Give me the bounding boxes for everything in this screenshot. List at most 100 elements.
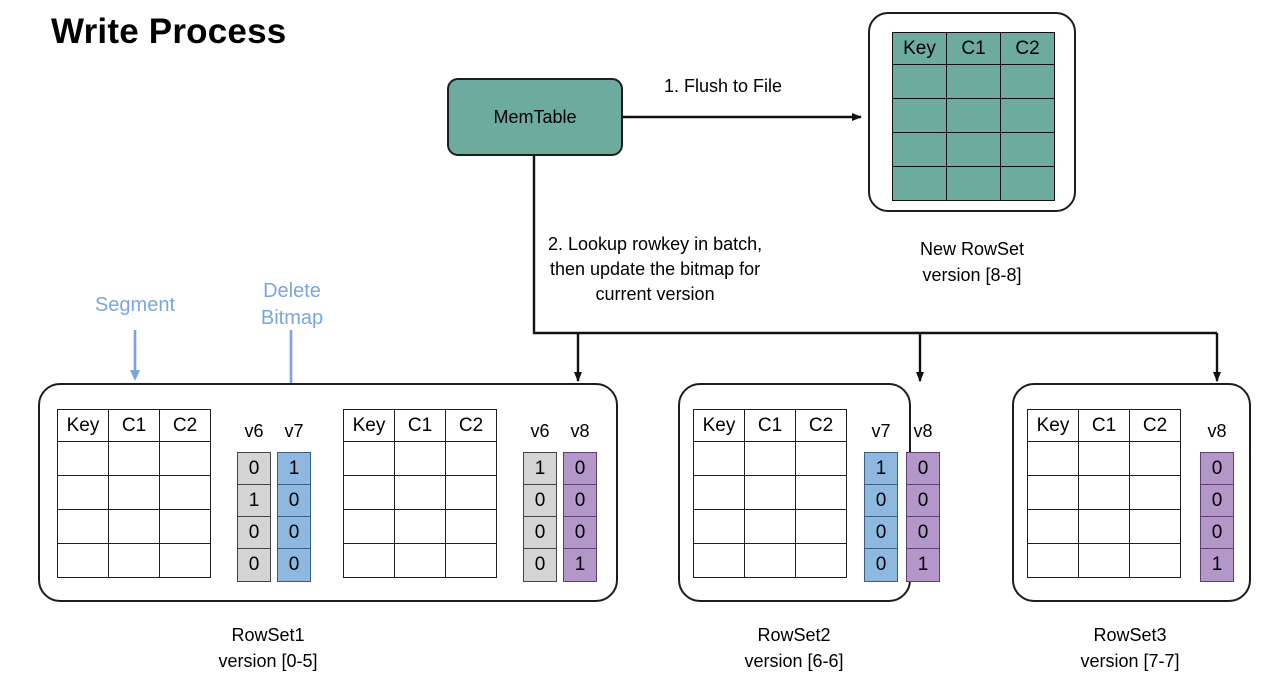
- callout-segment: Segment: [94, 294, 176, 316]
- column-header-c1: C1: [1078, 409, 1130, 442]
- bitmap-label-v7: v7: [871, 421, 891, 441]
- column-header-c1: C1: [394, 409, 446, 442]
- bitmap-cell: 0: [238, 517, 270, 549]
- bitmap-rowset3-v8[interactable]: v8 0 0 0 1: [1200, 421, 1234, 582]
- bitmap-rowset1-seg2-v6[interactable]: v6 1 0 0 0: [523, 421, 557, 582]
- bitmap-cells: 0 0 0 1: [906, 452, 940, 582]
- bitmap-cell: 0: [524, 517, 556, 549]
- memtable-node[interactable]: MemTable: [447, 78, 623, 156]
- bitmap-cell: 0: [1201, 517, 1233, 549]
- bitmap-cell: 0: [278, 485, 310, 517]
- segment-table-rowset1-seg1: Key C1 C2: [57, 409, 211, 578]
- bitmap-label-v8: v8: [570, 421, 590, 441]
- edge-label-flush-to-file: 1. Flush to File: [664, 76, 783, 96]
- table-row: [343, 441, 497, 476]
- bitmap-cell: 0: [564, 517, 596, 549]
- bitmap-cell: 0: [1201, 453, 1233, 485]
- bitmap-cells: 0 1 0 0: [237, 452, 271, 582]
- bitmap-rowset2-v8[interactable]: v8 0 0 0 1: [906, 421, 940, 582]
- table-row: [892, 98, 1055, 133]
- column-header-c2: C2: [795, 409, 847, 442]
- bitmap-cell: 1: [564, 549, 596, 581]
- bitmap-rowset2-v7[interactable]: v7 1 0 0 0: [864, 421, 898, 582]
- segment-table-new-rowset: Key C1 C2: [892, 32, 1055, 201]
- bitmap-label-v6: v6: [244, 421, 264, 441]
- bitmap-label-v7: v7: [284, 421, 304, 441]
- bitmap-cell: 1: [1201, 549, 1233, 581]
- bitmap-cell: 0: [278, 549, 310, 581]
- table-row: [343, 543, 497, 578]
- table-row: [1027, 441, 1181, 476]
- bitmap-cell: 0: [865, 517, 897, 549]
- table-row: [57, 509, 211, 544]
- bitmap-cell: 0: [238, 453, 270, 485]
- bitmap-cell: 1: [238, 485, 270, 517]
- table-header-row: Key C1 C2: [693, 409, 847, 442]
- segment-table-rowset3-seg1: Key C1 C2: [1027, 409, 1181, 578]
- table-row: [693, 475, 847, 510]
- table-header-row: Key C1 C2: [343, 409, 497, 442]
- table-header-row: Key C1 C2: [1027, 409, 1181, 442]
- bitmap-cells: 1 0 0 0: [864, 452, 898, 582]
- column-header-key: Key: [343, 409, 395, 442]
- bitmap-cells: 1 0 0 0: [277, 452, 311, 582]
- bitmap-label-v8: v8: [1207, 421, 1227, 441]
- column-header-c1: C1: [946, 32, 1001, 65]
- column-header-key: Key: [693, 409, 745, 442]
- bitmap-cell: 0: [907, 485, 939, 517]
- bitmap-cell: 0: [278, 517, 310, 549]
- bitmap-cell: 0: [865, 549, 897, 581]
- table-header-row: Key C1 C2: [57, 409, 211, 442]
- rowset-caption-new: New RowSet version [8-8]: [919, 239, 1025, 285]
- column-header-key: Key: [1027, 409, 1079, 442]
- table-row: [57, 475, 211, 510]
- column-header-c2: C2: [159, 409, 211, 442]
- column-header-c1: C1: [108, 409, 160, 442]
- bitmap-cell: 0: [865, 485, 897, 517]
- callout-delete-bitmap: Delete Bitmap: [260, 280, 324, 329]
- bitmap-rowset1-seg1-v7[interactable]: v7 1 0 0 0: [277, 421, 311, 582]
- bitmap-cell: 0: [564, 453, 596, 485]
- bitmap-cell: 0: [524, 485, 556, 517]
- bitmap-cell: 1: [865, 453, 897, 485]
- column-header-key: Key: [892, 32, 947, 65]
- rowset-caption-rowset3: RowSet3 version [7-7]: [1080, 625, 1180, 671]
- bitmap-cells: 0 0 0 1: [1200, 452, 1234, 582]
- bitmap-cells: 0 0 0 1: [563, 452, 597, 582]
- table-row: [892, 132, 1055, 167]
- bitmap-cell: 0: [524, 549, 556, 581]
- bitmap-label-v6: v6: [530, 421, 550, 441]
- memtable-label: MemTable: [493, 106, 577, 127]
- table-row: [343, 475, 497, 510]
- column-header-c2: C2: [1000, 32, 1055, 65]
- bitmap-cell: 1: [524, 453, 556, 485]
- bitmap-cell: 1: [907, 549, 939, 581]
- table-row: [693, 543, 847, 578]
- table-row: [693, 509, 847, 544]
- table-row: [1027, 509, 1181, 544]
- segment-table-rowset1-seg2: Key C1 C2: [343, 409, 497, 578]
- bitmap-cell: 0: [907, 453, 939, 485]
- table-header-row: Key C1 C2: [892, 32, 1055, 65]
- bitmap-cell: 0: [907, 517, 939, 549]
- table-row: [343, 509, 497, 544]
- column-header-c1: C1: [744, 409, 796, 442]
- column-header-c2: C2: [1129, 409, 1181, 442]
- table-row: [892, 64, 1055, 99]
- bitmap-label-v8: v8: [913, 421, 933, 441]
- page-title: Write Process: [51, 12, 287, 51]
- bitmap-cell: 0: [1201, 485, 1233, 517]
- segment-table-rowset2-seg1: Key C1 C2: [693, 409, 847, 578]
- rowset-caption-rowset1: RowSet1 version [0-5]: [218, 625, 318, 671]
- edge-label-lookup-update: 2. Lookup rowkey in batch, then update t…: [548, 234, 763, 304]
- bitmap-cells: 1 0 0 0: [523, 452, 557, 582]
- column-header-key: Key: [57, 409, 109, 442]
- bitmap-rowset1-seg2-v8[interactable]: v8 0 0 0 1: [563, 421, 597, 582]
- table-row: [57, 441, 211, 476]
- column-header-c2: C2: [445, 409, 497, 442]
- table-row: [693, 441, 847, 476]
- table-row: [1027, 543, 1181, 578]
- bitmap-rowset1-seg1-v6[interactable]: v6 0 1 0 0: [237, 421, 271, 582]
- table-row: [1027, 475, 1181, 510]
